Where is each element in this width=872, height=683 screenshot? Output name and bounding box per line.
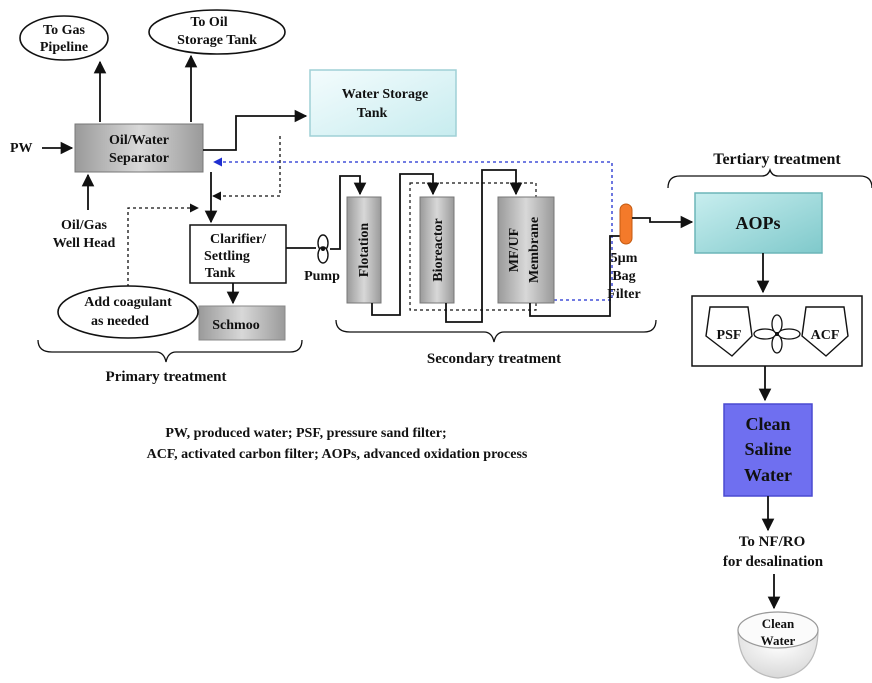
clean-water-label-1: Clean [762,616,795,631]
tertiary-brace [667,167,872,189]
bag-filter-label-1: 5µm [611,251,638,266]
flotation-unit: Flotation [346,196,382,304]
clean-water-label-2: Water [761,633,796,648]
mf-uf-membrane-unit: MF/UF Membrane [497,196,555,304]
to-gas-label-1: To Gas [43,23,85,38]
filter-pump-icon [753,314,801,354]
clean-saline-label-2: Saline [744,439,791,459]
wellhead-label-2: Well Head [53,236,116,251]
separator-label-2: Separator [109,151,169,166]
clarifier-label-3: Tank [205,266,236,281]
secondary-label: Secondary treatment [427,351,561,367]
separator-label-1: Oil/Water [109,133,169,148]
primary-label: Primary treatment [106,369,227,385]
bag-filter-label-3: Filter [607,287,640,302]
pw-label: PW [10,141,33,156]
water-storage-label-2: Tank [357,106,388,121]
bioreactor-unit: Bioreactor [419,196,455,304]
pump-label: Pump [304,269,340,284]
clean-saline-water-box: Clean Saline Water [723,403,813,497]
dotted-coagulant-feed [127,203,199,287]
clean-saline-label-3: Water [744,465,792,485]
coagulant-label-2: as needed [91,314,149,329]
bioreactor-label: Bioreactor [431,218,446,282]
arrow-to-water-storage [203,109,308,151]
tertiary-label: Tertiary treatment [713,151,841,168]
dotted-tank-return [212,136,281,201]
primary-brace [37,339,303,363]
to-oil-label-1: To Oil [190,15,227,30]
bag-filter-label-2: Bag [612,269,635,284]
arrow-bioreactor-to-membrane [445,169,523,323]
legend-line-1: PW, produced water; PSF, pressure sand f… [165,426,446,441]
to-gas-pipeline-node: To Gas Pipeline [19,15,109,61]
arrow-pump-to-flotation [330,175,367,250]
membrane-label-1: MF/UF [507,228,522,272]
add-coagulant-node: Add coagulant as needed [57,285,199,339]
arrow-flotation-to-bioreactor [371,173,440,316]
to-oil-label-2: Storage Tank [177,33,257,48]
water-storage-tank: Water Storage Tank [309,69,457,137]
to-gas-label-2: Pipeline [40,40,88,55]
clarifier-settling-tank: Clarifier/ Settling Tank [189,224,287,284]
wellhead-label-1: Oil/Gas [61,218,107,233]
recycle-line [213,157,613,301]
aops-label: AOPs [736,213,781,233]
clarifier-label-1: Clarifier/ [210,232,267,247]
coagulant-label-1: Add coagulant [84,295,172,310]
acf-label: ACF [811,328,840,343]
schmoo-label: Schmoo [212,318,259,333]
nfro-label-2: for desalination [723,554,824,570]
psf-pentagon [705,306,753,357]
acf-pentagon [801,306,849,357]
membrane-label-2: Membrane [527,217,542,283]
water-storage-label-1: Water Storage [342,87,428,102]
schmoo-box: Schmoo [198,305,286,341]
clean-saline-label-1: Clean [746,414,791,434]
clean-water-bowl-icon [737,611,819,679]
psf-label: PSF [717,328,742,343]
arrow-bag-filter-to-aops [632,215,694,229]
flotation-label: Flotation [357,223,372,278]
secondary-brace [335,319,657,343]
pump-icon [317,234,329,264]
bag-filter [619,203,633,245]
psf-acf-filter-box: PSF ACF [691,295,863,367]
legend-line-2: ACF, activated carbon filter; AOPs, adva… [147,447,528,462]
clarifier-label-2: Settling [204,249,250,264]
aops-unit: AOPs [694,192,823,254]
oil-water-separator: Oil/Water Separator [74,123,204,173]
to-oil-storage-node: To Oil Storage Tank [148,9,286,55]
membrane-bioreactor-enclosure [409,182,537,311]
nfro-label-1: To NF/RO [739,534,806,550]
